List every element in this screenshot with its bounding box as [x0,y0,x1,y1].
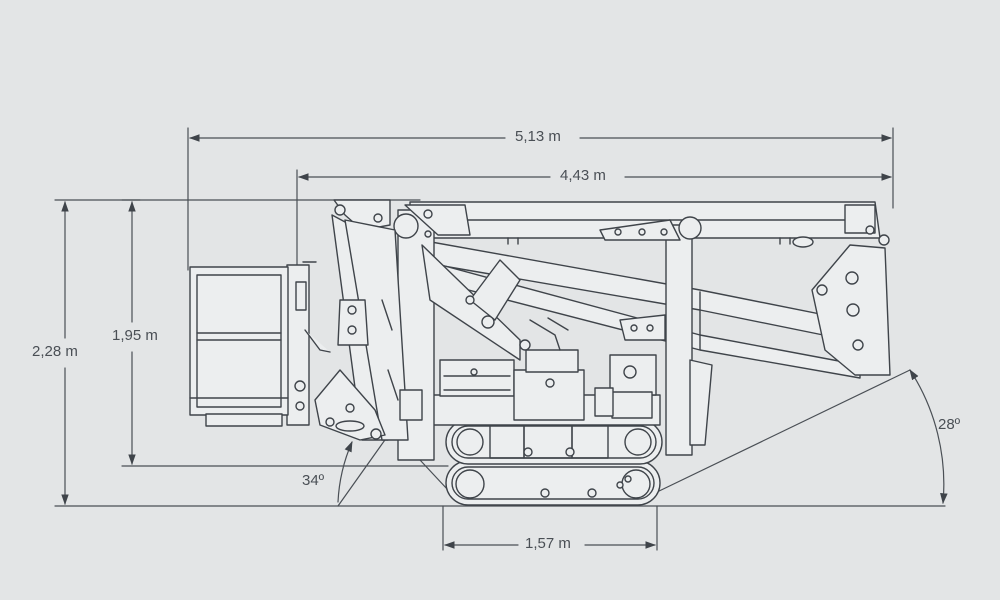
rear-angle-label: 28º [938,416,961,433]
work-basket [189,266,289,427]
hydraulic-details [381,237,791,421]
boom-length-label: 4,43 m [555,167,611,185]
track-length-label: 1,57 m [520,535,576,553]
crawler-track-lower [445,460,661,506]
dimension-lines [54,127,948,551]
chassis [429,349,661,426]
front-angle-label: 34º [302,472,325,489]
jib-arm [314,199,409,441]
boom-height-label: 1,95 m [107,327,163,345]
crawler-track-upper [445,419,663,465]
basket-mount [286,261,331,426]
overall-length-label: 5,13 m [510,128,566,146]
overall-height-label: 2,28 m [27,343,83,361]
front-bracket [811,225,891,376]
mid-column [599,216,713,456]
